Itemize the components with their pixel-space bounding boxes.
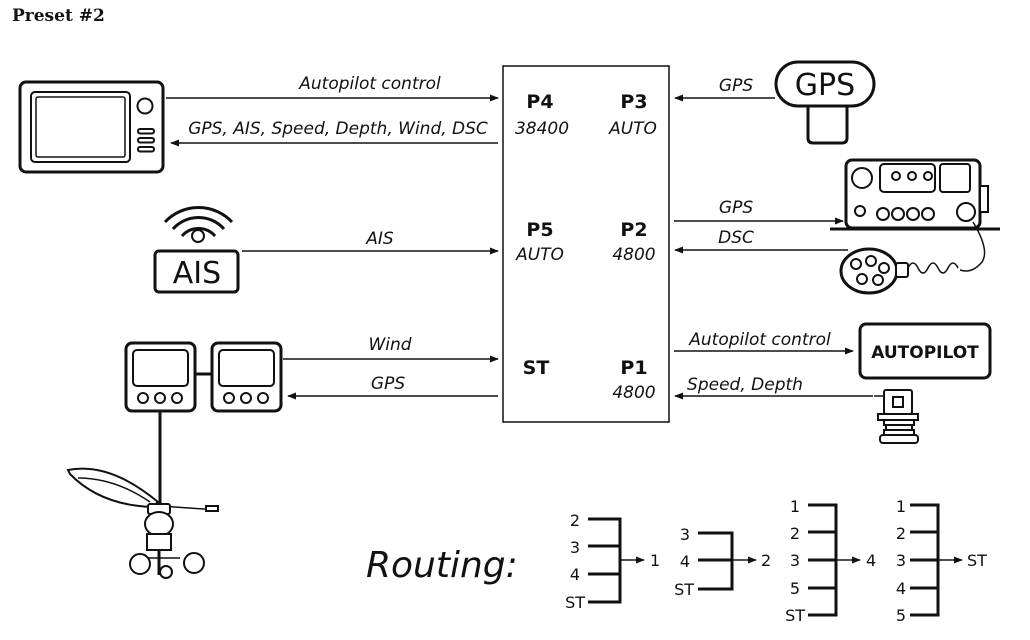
autopilot-icon: AUTOPILOT bbox=[858, 322, 992, 380]
port-p2-mode: 4800 bbox=[612, 245, 655, 265]
p1-in-label: Speed, Depth bbox=[687, 375, 803, 395]
routing-input: 5 bbox=[896, 606, 906, 625]
ais-label: AIS bbox=[173, 256, 221, 291]
chartplotter-icon bbox=[18, 80, 165, 174]
routing-input: 4 bbox=[570, 565, 580, 584]
routing-input: ST bbox=[785, 606, 805, 625]
instrument-displays-icon bbox=[124, 341, 283, 505]
routing-input: 1 bbox=[790, 497, 800, 516]
routing-input: 1 bbox=[896, 497, 906, 516]
routing-input: 2 bbox=[570, 511, 580, 530]
autopilot-label: AUTOPILOT bbox=[871, 343, 979, 363]
routing-output: 2 bbox=[761, 551, 771, 570]
routing-group-3: 1 2 3 5 ST 4 bbox=[785, 497, 876, 625]
routing-input: 2 bbox=[790, 524, 800, 543]
routing-input: 4 bbox=[896, 579, 906, 598]
routing-output: 4 bbox=[866, 551, 876, 570]
routing-output: ST bbox=[967, 551, 987, 570]
p4-out-label: GPS, AIS, Speed, Depth, Wind, DSC bbox=[188, 119, 488, 139]
port-p5-name: P5 bbox=[526, 219, 553, 241]
p3-in-label: GPS bbox=[719, 76, 753, 96]
routing-group-1: 2 3 4 ST 1 bbox=[565, 511, 660, 612]
routing-group-2: 3 4 ST 2 bbox=[674, 525, 771, 599]
multiplexer-box bbox=[502, 65, 670, 423]
st-in-label: Wind bbox=[368, 335, 411, 355]
routing-title: Routing: bbox=[366, 545, 518, 586]
routing-input: 3 bbox=[570, 538, 580, 557]
port-p4-name: P4 bbox=[526, 91, 553, 113]
p2-out-label: GPS bbox=[719, 198, 753, 218]
p1-out-label: Autopilot control bbox=[688, 330, 831, 350]
port-p1-name: P1 bbox=[620, 357, 647, 379]
routing-input: 3 bbox=[680, 525, 690, 544]
routing-input: 5 bbox=[790, 579, 800, 598]
transducer-icon bbox=[874, 389, 919, 444]
gps-antenna-icon: GPS bbox=[774, 60, 876, 145]
routing-input: 3 bbox=[790, 551, 800, 570]
page-title: Preset #2 bbox=[12, 6, 105, 26]
p4-in-label: Autopilot control bbox=[298, 74, 441, 94]
routing-output: 1 bbox=[650, 551, 660, 570]
routing-input: 3 bbox=[896, 551, 906, 570]
port-p3-mode: AUTO bbox=[608, 119, 657, 139]
routing-input: ST bbox=[565, 593, 585, 612]
port-st-name: ST bbox=[523, 357, 550, 379]
routing-input: 2 bbox=[896, 524, 906, 543]
gps-antenna-label: GPS bbox=[795, 68, 855, 103]
port-p5-mode: AUTO bbox=[515, 245, 564, 265]
p2-in-label: DSC bbox=[718, 228, 754, 248]
routing-input: 4 bbox=[680, 552, 690, 571]
port-p2-name: P2 bbox=[620, 219, 647, 241]
routing-group-4: 1 2 3 4 5 ST bbox=[896, 497, 987, 625]
ais-receiver-icon: AIS bbox=[153, 206, 240, 294]
routing-input: ST bbox=[674, 580, 694, 599]
wind-vane-icon bbox=[66, 467, 219, 579]
st-out-label: GPS bbox=[371, 374, 405, 394]
p5-in-label: AIS bbox=[365, 229, 394, 249]
vhf-radio-icon bbox=[830, 158, 1000, 295]
port-p4-mode: 38400 bbox=[515, 119, 569, 139]
port-p3-name: P3 bbox=[620, 91, 647, 113]
port-p1-mode: 4800 bbox=[612, 383, 655, 403]
